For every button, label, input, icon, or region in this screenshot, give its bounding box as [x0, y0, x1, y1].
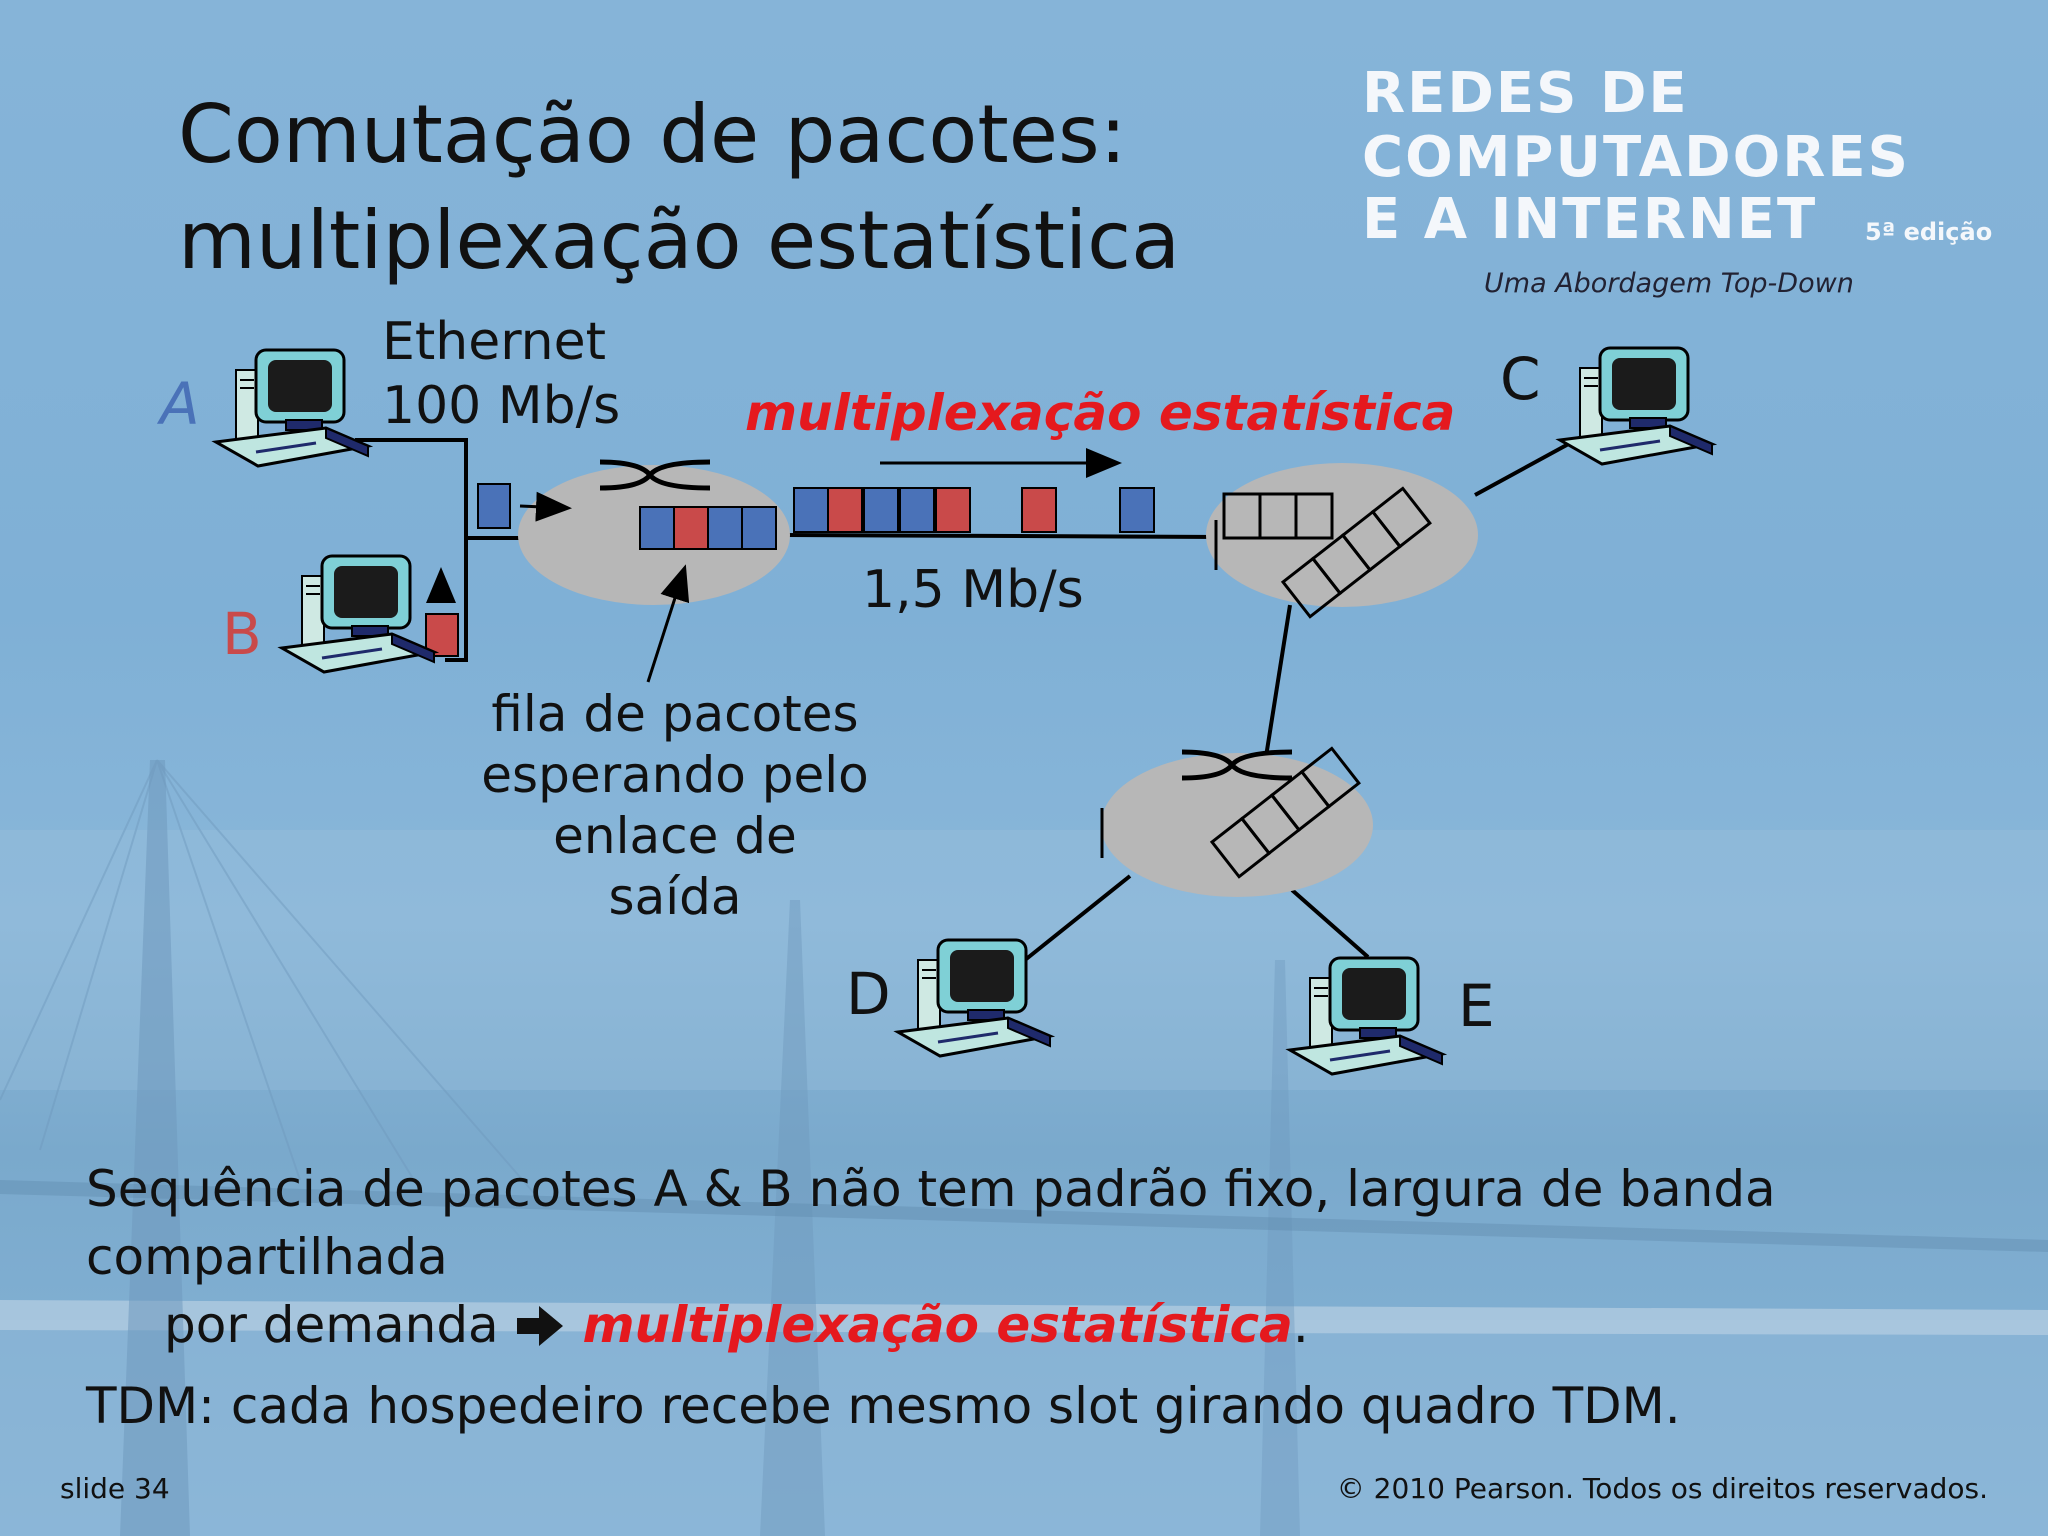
bullet-1-cont: por demanda: [164, 1296, 499, 1354]
mux-label: multiplexação estatística: [745, 384, 1456, 442]
packet-a: [477, 483, 511, 529]
slide-number: slide 34: [60, 1472, 170, 1505]
link-rate-label: 1,5 Mb/s: [862, 560, 1084, 620]
queue-note: fila de pacotes esperando pelo enlace de…: [480, 684, 870, 928]
computer-d-icon: [896, 938, 1052, 1058]
computer-e-icon: [1288, 956, 1444, 1076]
computer-b-icon: [280, 554, 436, 674]
copyright: © 2010 Pearson. Todos os direitos reserv…: [1336, 1472, 1988, 1505]
link-d: [1023, 874, 1132, 962]
queue-router-2: [1222, 486, 1432, 619]
queue-note-line-1: fila de pacotes: [491, 685, 859, 743]
host-b-label: B: [222, 600, 262, 668]
computer-a-icon: [214, 348, 370, 468]
title-line-2: multiplexação estatística: [178, 194, 1181, 287]
bullet-1-emph: multiplexação estatística: [582, 1296, 1293, 1354]
queue-note-line-2: esperando pelo: [481, 746, 869, 804]
logo-line-3: E A INTERNET: [1362, 187, 1818, 252]
ethernet-label: Ethernet 100 Mb/s: [382, 310, 620, 438]
right-arrow-icon: [516, 1306, 563, 1346]
bullet-1-text: Sequência de pacotes A & B não tem padrã…: [86, 1160, 1776, 1286]
host-a-label: A: [160, 370, 200, 438]
host-d-label: D: [846, 960, 891, 1028]
queue-router-3: [1209, 746, 1361, 879]
packet-b: [425, 613, 459, 657]
packets-on-link: [793, 487, 1155, 533]
arrow-packet-a: [519, 491, 572, 522]
queue-router-1: [639, 506, 777, 550]
bullet-list: Sequência de pacotes A & B não tem padrã…: [86, 1155, 2048, 1435]
wire-a: [355, 438, 468, 662]
host-c-label: C: [1500, 345, 1541, 413]
ethernet-rate: 100 Mb/s: [382, 376, 621, 436]
logo-edition: 5ª edição: [1865, 218, 1993, 246]
logo-line-1: REDES DE: [1362, 61, 1689, 126]
computer-c-icon: [1558, 346, 1714, 466]
router-3: [1100, 749, 1373, 897]
host-e-label: E: [1458, 972, 1495, 1040]
title-line-1: Comutação de pacotes:: [178, 88, 1127, 181]
bullet-1-end: .: [1292, 1296, 1309, 1354]
link-backbone: [785, 533, 1223, 539]
queue-note-line-3: enlace de saída: [553, 807, 797, 926]
ethernet-name: Ethernet: [382, 312, 606, 372]
bullet-2: TDM: cada hospedeiro recebe mesmo slot g…: [86, 1377, 1681, 1435]
arrow-queue: [646, 564, 690, 683]
logo-line-2: COMPUTADORES: [1362, 125, 1910, 190]
logo-subtitle: Uma Abordagem Top-Down: [1484, 268, 1854, 299]
link-e: [1290, 888, 1370, 959]
slide-title: Comutação de pacotes: multiplexação esta…: [178, 82, 1180, 294]
bullet-1: Sequência de pacotes A & B não tem padrã…: [86, 1155, 2048, 1359]
